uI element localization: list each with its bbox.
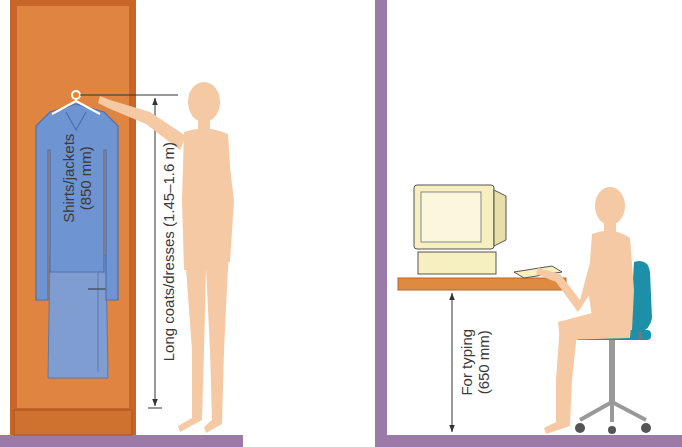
monitor bbox=[414, 185, 494, 249]
shirt-collar bbox=[66, 112, 86, 130]
dimension-label: Long coats/dresses (1.45–1.6 m) bbox=[160, 142, 177, 361]
dimension-tick bbox=[148, 408, 162, 409]
hanger bbox=[52, 101, 100, 114]
floor bbox=[375, 435, 682, 447]
long-coat bbox=[48, 255, 108, 378]
standing-person bbox=[98, 82, 234, 433]
garment-label: Shirts/jackets (850 mm) bbox=[60, 122, 95, 234]
computer-base bbox=[418, 252, 496, 274]
hanger-hook bbox=[72, 91, 80, 99]
wall bbox=[375, 0, 387, 447]
monitor-back bbox=[494, 190, 506, 246]
dimension-line bbox=[155, 98, 156, 406]
wardrobe-plinth bbox=[14, 410, 132, 435]
seated-person bbox=[536, 187, 634, 434]
desk-top bbox=[398, 278, 566, 290]
dimension-line bbox=[452, 293, 453, 432]
shirt bbox=[36, 104, 118, 300]
reference-line bbox=[80, 95, 178, 96]
wardrobe-interior bbox=[17, 6, 129, 408]
floor bbox=[0, 435, 243, 447]
dimension-label: For typing (650 mm) bbox=[458, 320, 493, 404]
monitor-screen bbox=[421, 192, 481, 242]
wardrobe-frame bbox=[10, 0, 136, 435]
